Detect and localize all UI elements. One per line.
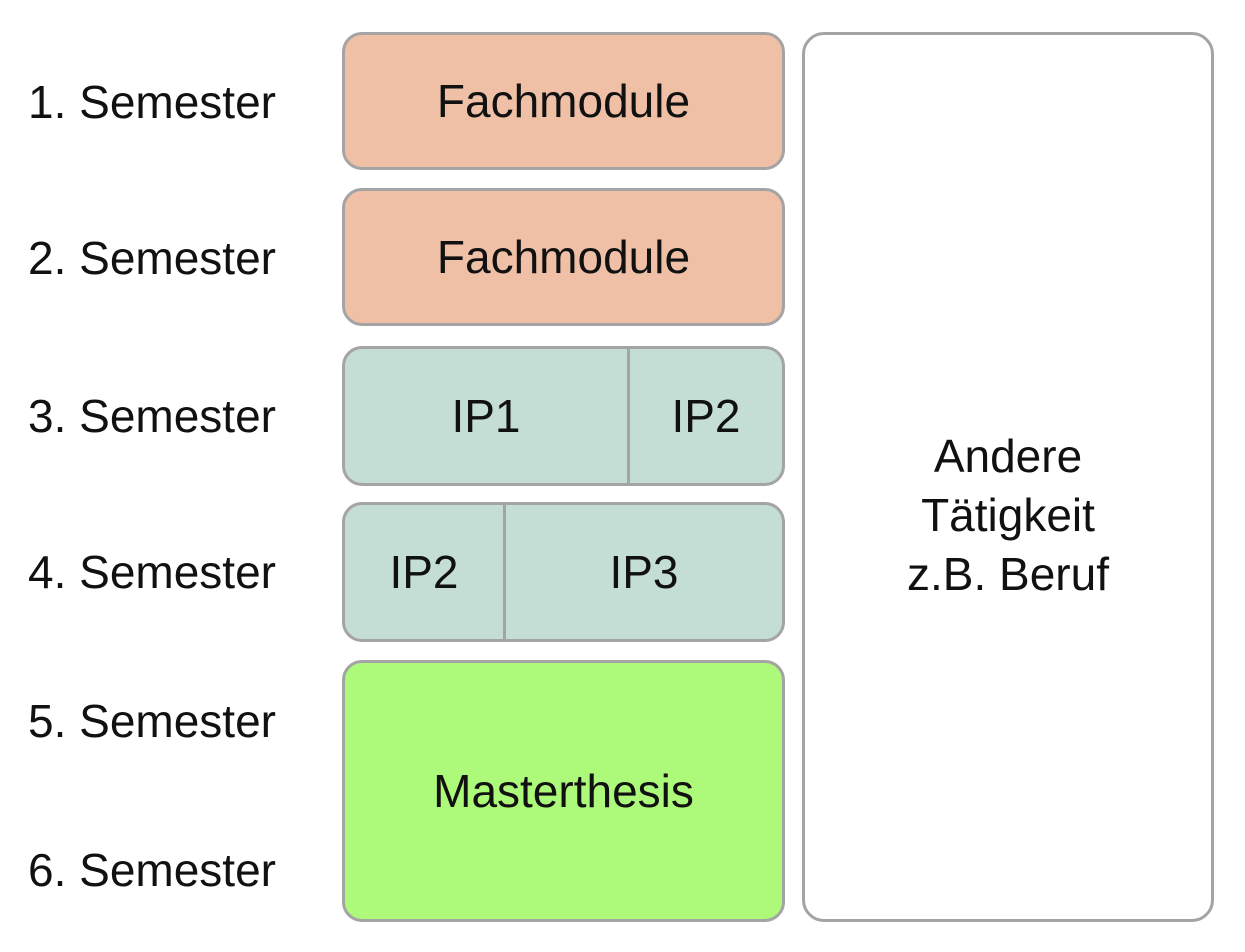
- semester-label-6: 6. Semester: [28, 844, 276, 896]
- semester-label-4: 4. Semester: [28, 546, 276, 598]
- semester-label-2: 2. Semester: [28, 232, 276, 284]
- project-ip1: IP1: [451, 390, 521, 442]
- project-ip3: IP3: [503, 505, 782, 639]
- other-activity-box: Andere Tätigkeit z.B. Beruf: [802, 32, 1214, 922]
- fachmodule-block-1: Fachmodule: [342, 32, 785, 170]
- semester-label-1: 1. Semester: [28, 76, 276, 128]
- semester-label-3: 3. Semester: [28, 390, 276, 442]
- fachmodule-block-2: Fachmodule: [342, 188, 785, 326]
- semester-label-5: 5. Semester: [28, 695, 276, 747]
- other-activity-line-2: Tätigkeit: [921, 489, 1095, 541]
- masterthesis-label: Masterthesis: [433, 765, 694, 817]
- fachmodule-label: Fachmodule: [436, 231, 691, 283]
- other-activity-line-1: Andere: [933, 430, 1083, 482]
- project-ip2: IP2: [389, 546, 459, 598]
- fachmodule-label: Fachmodule: [436, 75, 691, 127]
- masterthesis-block: Masterthesis: [342, 660, 785, 922]
- other-activity-text: Andere Tätigkeit z.B. Beruf: [805, 427, 1211, 604]
- other-activity-line-3: z.B. Beruf: [907, 548, 1109, 600]
- project-block-3: IP1 IP2: [342, 346, 785, 486]
- project-block-4: IP2 IP3: [342, 502, 785, 642]
- project-ip2: IP2: [627, 349, 782, 483]
